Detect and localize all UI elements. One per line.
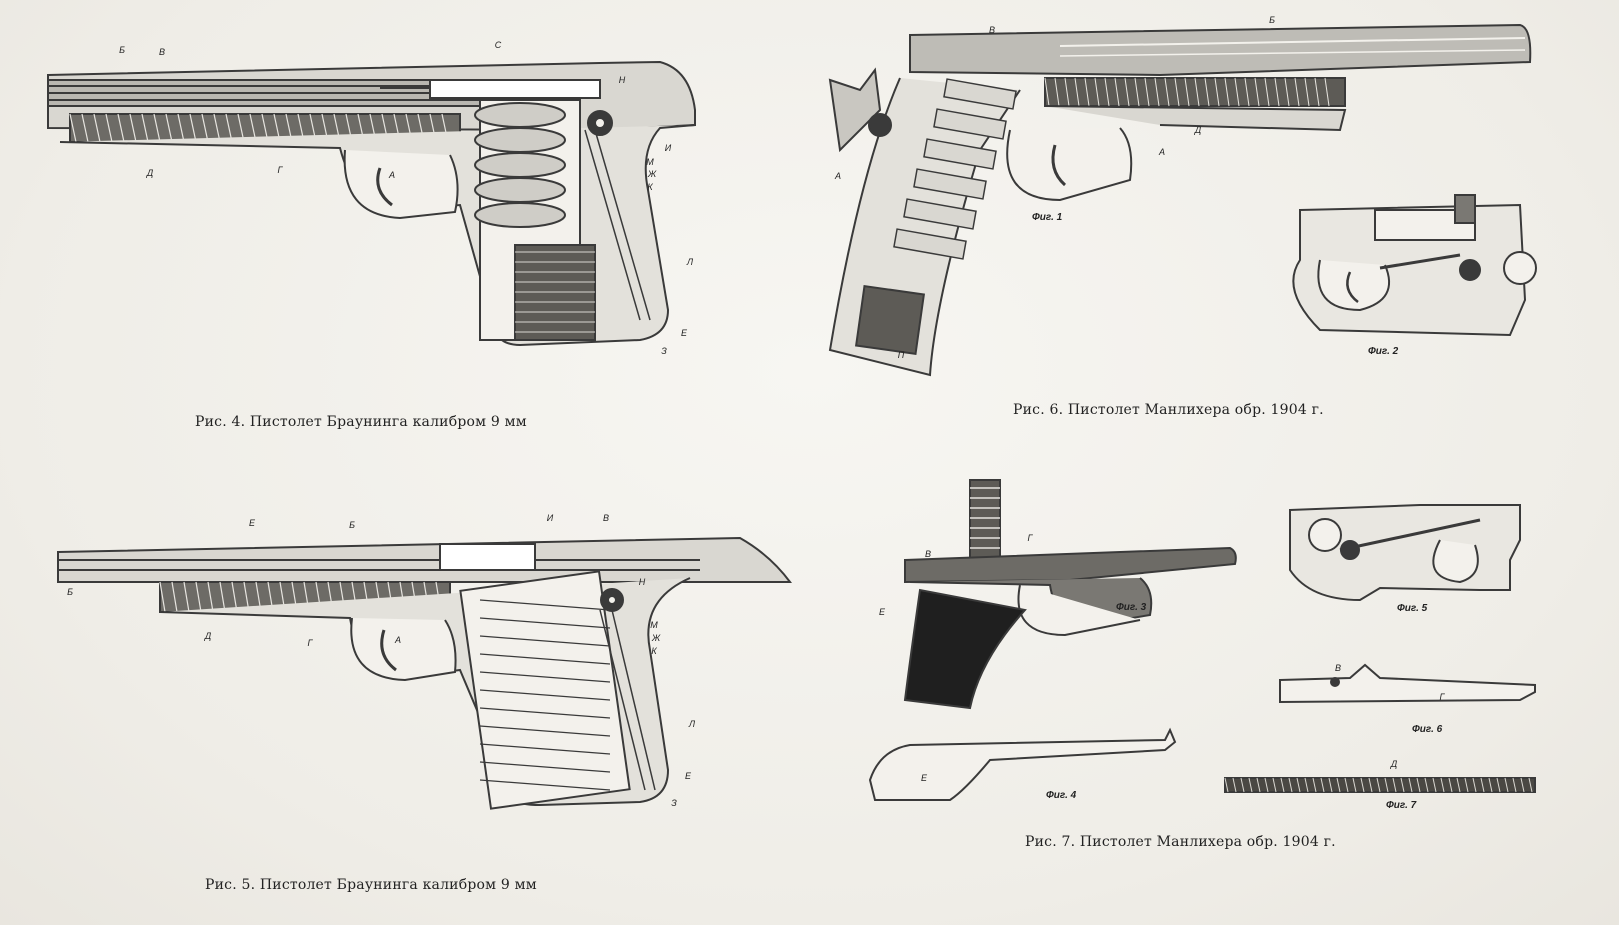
label-d: Д [1194, 125, 1202, 135]
sub-fig7-label: Фиг. 7 [1386, 800, 1417, 811]
sub-fig1-label: Фиг. 1 [1032, 212, 1063, 223]
label-s: С [494, 40, 502, 50]
label-k: К [647, 182, 653, 192]
sub-fig6-label: Фиг. 6 [1412, 724, 1443, 735]
trigger-guard [350, 617, 457, 682]
label-v: В [158, 47, 166, 57]
label-l: Л [686, 257, 694, 267]
label-e-part: Е [920, 773, 928, 783]
cartridges [893, 78, 1017, 260]
caption-fig7: Рис. 7. Пистолет Манлихера обр. 1904 г. [1025, 834, 1336, 850]
label-v-top: В [602, 513, 610, 523]
label-m: М [646, 157, 654, 167]
mannlicher-6-drawing [828, 23, 1537, 377]
label-n: Н [618, 75, 626, 85]
magazine [459, 570, 631, 810]
label-v: В [924, 549, 932, 559]
sub-fig4-label: Фиг. 4 [1046, 790, 1077, 801]
label-i-top: И [546, 513, 554, 523]
sub-fig3-label: Фиг. 3 [1116, 602, 1147, 613]
label-e-top: Е [248, 518, 256, 528]
browning-5-drawing [57, 536, 792, 810]
label-v-slide: В [1334, 663, 1342, 673]
label-n: Н [638, 577, 646, 587]
fig4-part-e [868, 727, 1177, 801]
label-g: Г [307, 638, 313, 648]
label-l: Л [688, 719, 696, 729]
recoil-spring [1044, 77, 1346, 107]
sub-fig2-label: Фиг. 2 [1368, 346, 1399, 357]
label-v: В [988, 25, 996, 35]
label-b: Б [1269, 15, 1275, 25]
label-b-top: Б [349, 520, 355, 530]
caption-fig6: Рис. 6. Пистолет Манлихера обр. 1904 г. [1013, 402, 1324, 418]
fig6-slide [1279, 663, 1536, 704]
label-k: К [651, 646, 657, 656]
label-a: А [1158, 147, 1166, 157]
caption-fig4: Рис. 4. Пистолет Браунинга калибром 9 мм [195, 414, 527, 430]
fig3-pistol [903, 479, 1237, 710]
label-a: А [394, 635, 402, 645]
label-g-slide: Г [1439, 692, 1445, 702]
figure-browning-5: Е Б И В Б А Г Д Н М Ж К Л Е З Рис. 5. Пи… [0, 500, 792, 910]
caption-fig5: Рис. 5. Пистолет Браунинга калибром 9 мм [205, 877, 537, 893]
label-e: Е [680, 328, 688, 338]
trigger-guard [1006, 127, 1133, 202]
label-z: З [661, 346, 667, 356]
label-g: Г [1027, 533, 1033, 543]
label-zh: Ж [651, 633, 661, 643]
sub-fig5-label: Фиг. 5 [1397, 603, 1428, 614]
magazine-spring [854, 284, 926, 356]
browning-4-drawing [47, 60, 696, 347]
label-b: Б [119, 45, 125, 55]
label-d-spring: Д [1390, 759, 1398, 769]
label-zh: Ж [647, 169, 657, 179]
trigger-guard [343, 149, 459, 220]
label-e: Е [684, 771, 692, 781]
barrel [909, 23, 1532, 77]
label-a: А [388, 170, 396, 180]
mannlicher-7-drawing [868, 479, 1536, 801]
label-b-left: Б [67, 587, 73, 597]
figure-mannlicher-7: В Г Е Е В Г Д Фиг. 3 Фиг. 4 Фиг. 5 Фиг. … [820, 460, 1600, 905]
label-a-left: А [834, 171, 842, 181]
figure-mannlicher-6: В Б А Д А П Фиг. 1 Фиг. 2 Рис. 6. Пистол… [820, 0, 1600, 440]
label-i: И [664, 143, 672, 153]
label-p: П [897, 350, 905, 360]
label-e: Е [878, 607, 886, 617]
label-d: Д [204, 631, 212, 641]
label-z: З [671, 798, 677, 808]
label-g: Г [277, 165, 283, 175]
label-d: Д [146, 168, 154, 178]
label-m: М [650, 620, 658, 630]
figure-browning-4: Б В С Н И М Ж К А Г Д Л Е З Рис. 4. Пист… [0, 0, 790, 440]
